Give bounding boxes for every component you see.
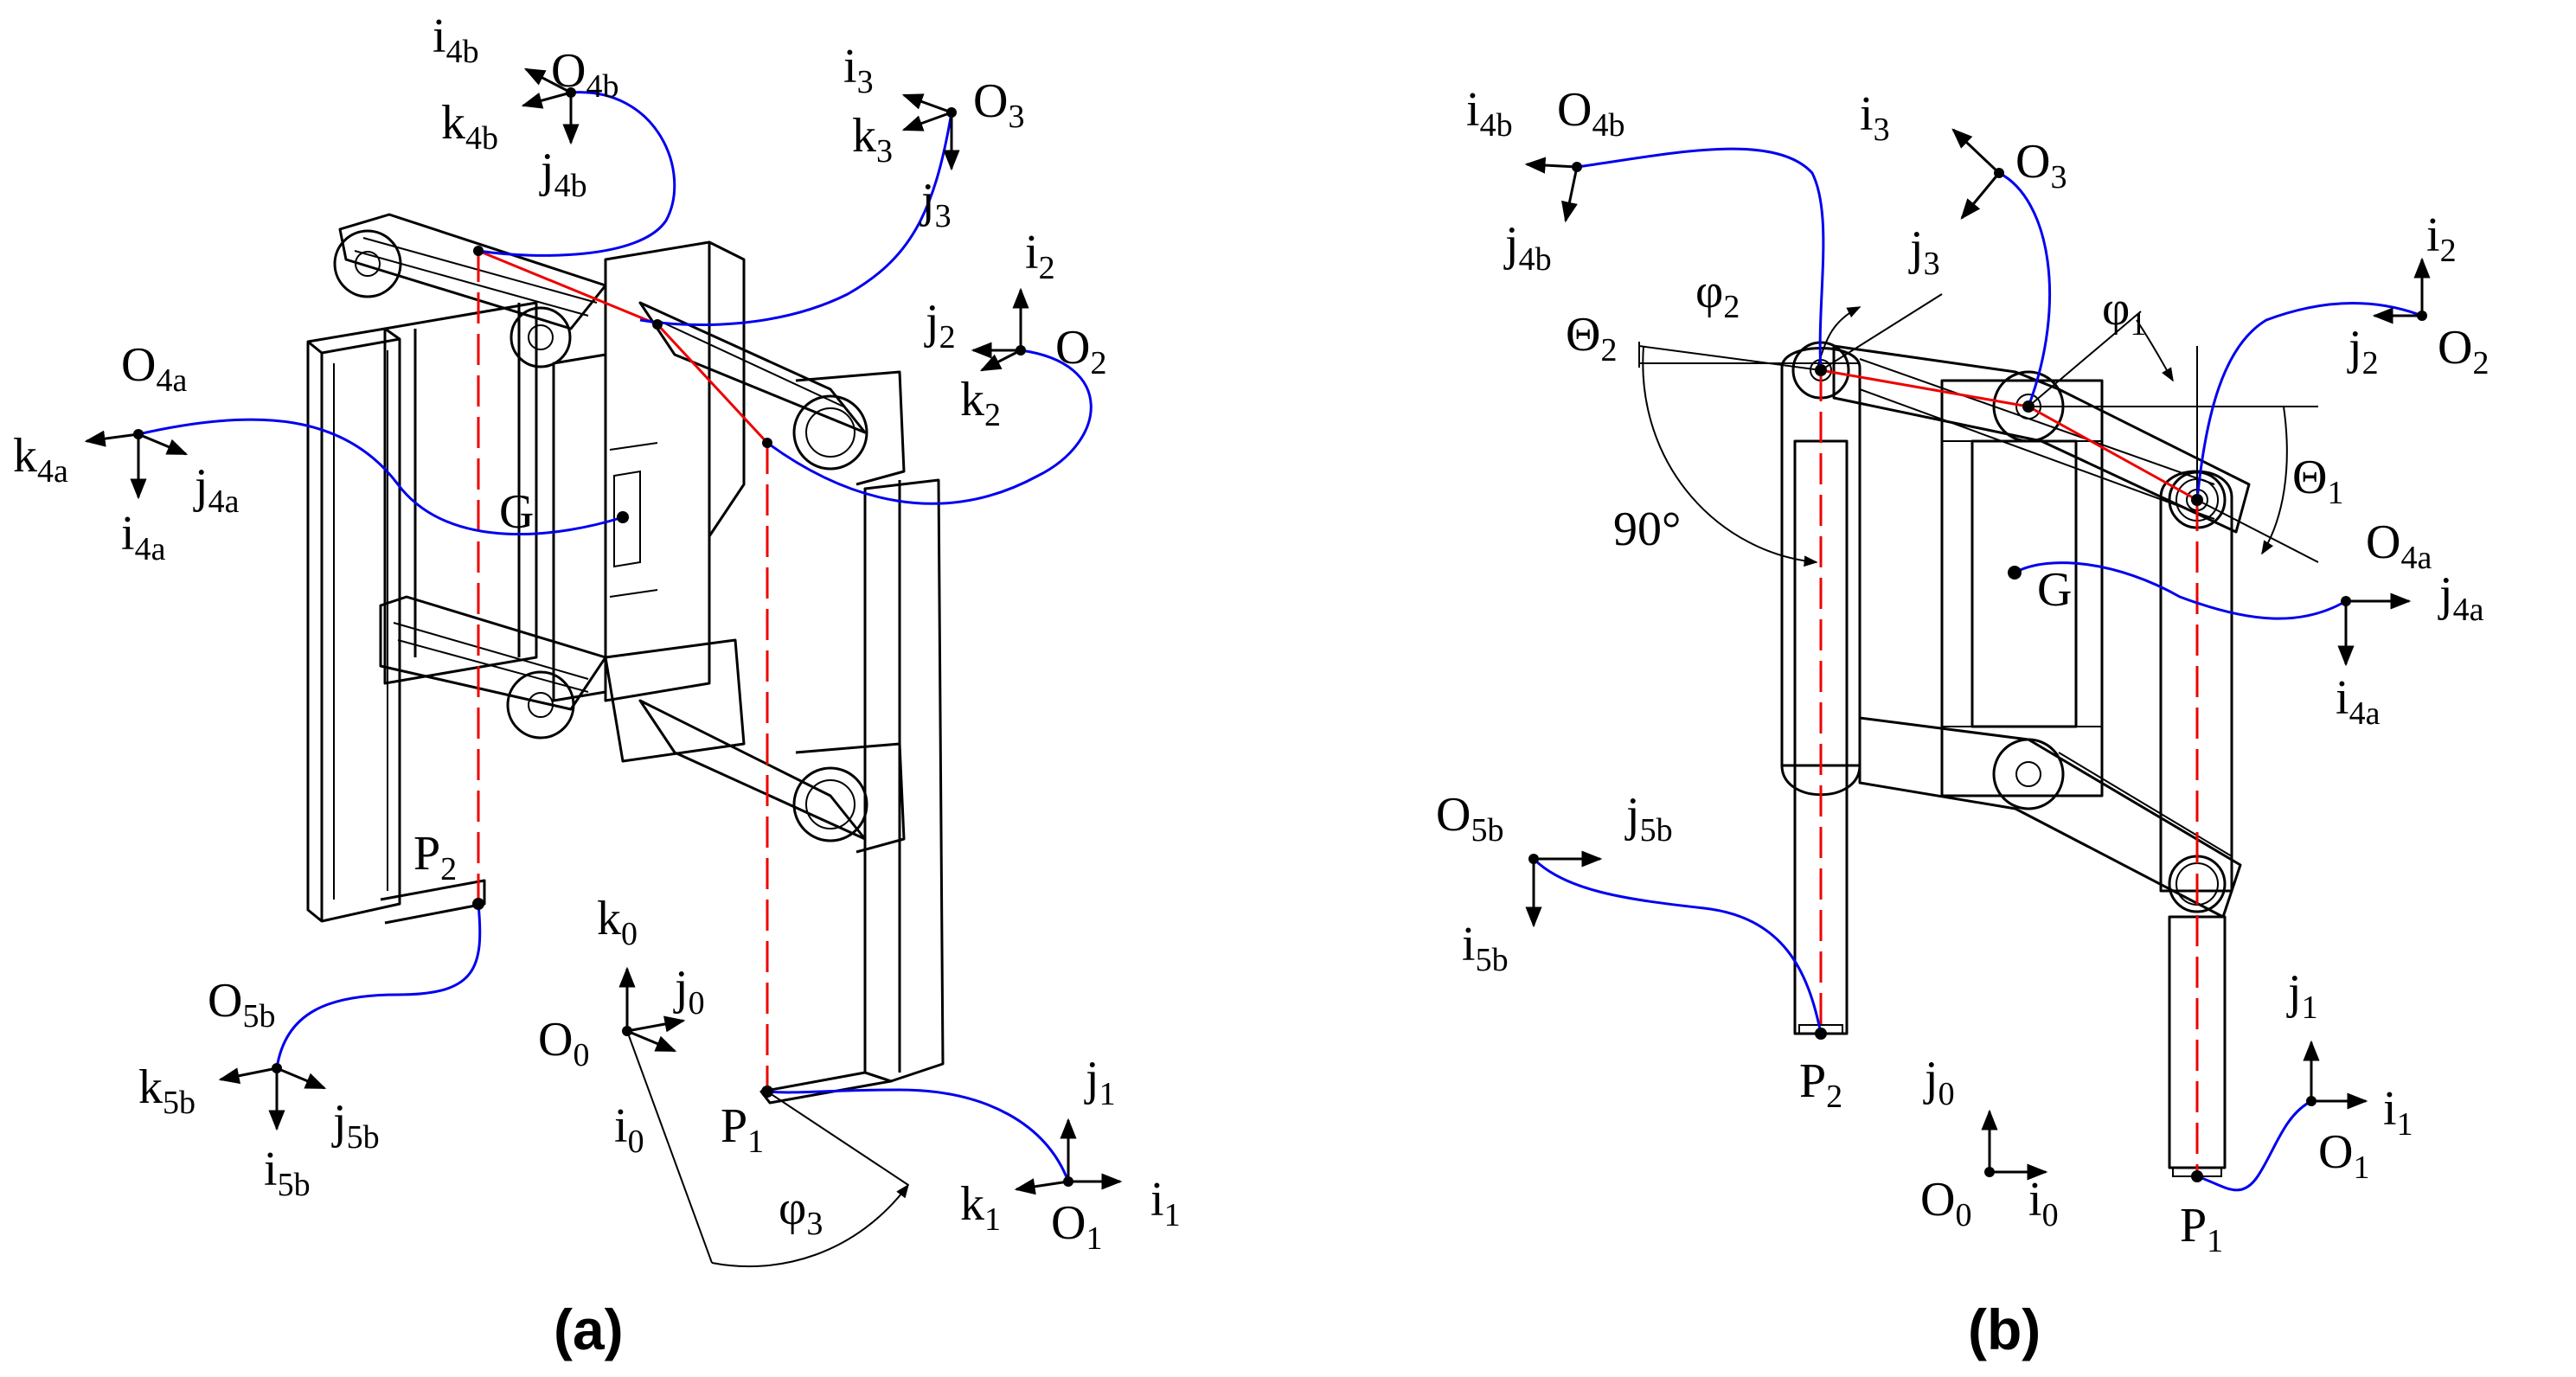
svg-text:O1: O1 — [1051, 1196, 1102, 1257]
panel-a-isometric: i4b O4b k4b j4b i3 O3 k3 j3 i2 j2 O2 k2 — [13, 10, 1181, 1361]
svg-text:j0: j0 — [673, 961, 705, 1022]
svg-text:j3: j3 — [920, 174, 952, 234]
svg-text:O4b: O4b — [1557, 83, 1624, 144]
points-b: G P2 P1 — [1799, 563, 2223, 1259]
svg-text:j5b: j5b — [1624, 788, 1673, 849]
frame-o5b-b: O5b j5b i5b — [1436, 788, 1673, 978]
frame-o4b-b: i4b O4b j4b — [1466, 83, 1624, 278]
svg-text:P1: P1 — [721, 1099, 764, 1160]
svg-text:90°: 90° — [1613, 503, 1681, 556]
svg-text:O3: O3 — [973, 74, 1024, 135]
frame-o1-b: j1 i1 O1 — [2286, 965, 2413, 1186]
svg-text:P1: P1 — [2180, 1199, 2223, 1259]
svg-text:O4b: O4b — [551, 44, 618, 105]
mechanism-a — [306, 213, 945, 1105]
svg-text:j2: j2 — [2347, 321, 2379, 381]
svg-text:i3: i3 — [1860, 87, 1890, 148]
svg-text:j4a: j4a — [2438, 567, 2484, 628]
panel-b-side-view: i4b O4b j4b i3 O3 j3 i2 j2 O2 O4a j4a — [1436, 83, 2489, 1361]
svg-text:i0: i0 — [614, 1099, 644, 1160]
svg-text:j5b: j5b — [331, 1095, 380, 1156]
svg-text:k4b: k4b — [441, 96, 498, 157]
svg-text:k2: k2 — [960, 373, 1001, 433]
frame-o4b-a: i4b O4b k4b j4b — [433, 10, 618, 204]
svg-text:O3: O3 — [2015, 135, 2067, 195]
point-g-a: G — [499, 485, 534, 539]
svg-text:i5b: i5b — [264, 1143, 311, 1203]
svg-text:j2: j2 — [924, 295, 956, 355]
point-p2-a: P2 — [413, 827, 457, 887]
svg-text:O0: O0 — [538, 1013, 589, 1073]
svg-text:Θ1: Θ1 — [2292, 451, 2343, 511]
svg-text:G: G — [499, 485, 534, 539]
svg-text:φ2: φ2 — [1695, 265, 1740, 325]
svg-text:i4b: i4b — [433, 10, 479, 70]
svg-text:P2: P2 — [1799, 1054, 1842, 1115]
svg-text:O2: O2 — [2438, 321, 2489, 381]
svg-text:j1: j1 — [2286, 965, 2318, 1026]
svg-text:j1: j1 — [1084, 1052, 1116, 1112]
caption-a: (a) — [554, 1297, 624, 1361]
svg-text:φ3: φ3 — [779, 1182, 823, 1242]
svg-text:k5b: k5b — [138, 1060, 195, 1121]
frame-o2-a: i2 j2 O2 k2 — [924, 226, 1106, 433]
frame-o5b-a: O5b k5b j5b i5b — [138, 974, 380, 1203]
point-p1-a: P1 — [721, 1099, 764, 1160]
nodes-a — [472, 246, 773, 1098]
svg-text:k3: k3 — [852, 109, 893, 170]
svg-text:k1: k1 — [960, 1177, 1001, 1238]
svg-text:O1: O1 — [2318, 1125, 2369, 1186]
frame-o4a-a: O4a k4a j4a i4a — [13, 338, 240, 567]
svg-text:i4b: i4b — [1466, 83, 1513, 144]
svg-text:i4a: i4a — [121, 507, 166, 567]
svg-text:O5b: O5b — [208, 974, 275, 1034]
frame-connectors-a — [138, 91, 1093, 1182]
frame-connectors-b — [1532, 147, 2423, 1192]
frame-o4a-b: O4a j4a i4a — [2336, 516, 2484, 732]
svg-text:φ1: φ1 — [2102, 282, 2146, 343]
frame-o0-b: j0 O0 i0 — [1920, 1052, 2059, 1233]
svg-text:k0: k0 — [597, 892, 638, 952]
svg-text:i4a: i4a — [2336, 671, 2381, 732]
caption-b: (b) — [1968, 1297, 2041, 1361]
svg-text:i2: i2 — [2426, 208, 2457, 269]
svg-text:j4b: j4b — [539, 144, 587, 204]
svg-text:O0: O0 — [1920, 1173, 1971, 1233]
svg-text:O2: O2 — [1055, 321, 1106, 381]
svg-text:P2: P2 — [413, 827, 457, 887]
svg-text:i2: i2 — [1025, 226, 1055, 286]
frame-o1-a: j1 k1 O1 i1 — [960, 1052, 1181, 1257]
svg-text:O4a: O4a — [121, 338, 187, 399]
svg-text:G: G — [2037, 563, 2072, 617]
svg-text:j4a: j4a — [193, 459, 240, 520]
kinematic-lines-a — [477, 249, 769, 1092]
svg-text:O5b: O5b — [1436, 788, 1503, 849]
angle-labels-b: φ1 φ2 Θ1 Θ2 90° — [1566, 265, 2343, 556]
svg-text:i1: i1 — [1150, 1173, 1181, 1233]
svg-text:i1: i1 — [2383, 1082, 2413, 1143]
frame-o0-a: k0 j0 O0 i0 φ3 — [538, 892, 909, 1268]
nodes-b — [1815, 364, 2203, 1182]
frame-o2-b: i2 j2 O2 — [2347, 208, 2489, 381]
angle-lines-b — [1638, 293, 2319, 567]
frame-o3-a: i3 O3 k3 j3 — [843, 40, 1024, 234]
svg-text:i0: i0 — [2028, 1173, 2059, 1233]
mechanism-b — [1780, 341, 2251, 1177]
frame-o3-b: i3 O3 j3 — [1860, 87, 2067, 282]
svg-text:i5b: i5b — [1462, 918, 1509, 978]
svg-text:i3: i3 — [843, 40, 874, 100]
svg-text:O4a: O4a — [2366, 516, 2432, 576]
svg-text:k4a: k4a — [13, 429, 68, 490]
svg-text:Θ2: Θ2 — [1566, 308, 1617, 368]
svg-text:j3: j3 — [1908, 221, 1940, 282]
svg-text:j0: j0 — [1923, 1052, 1955, 1112]
svg-text:j4b: j4b — [1503, 217, 1552, 278]
